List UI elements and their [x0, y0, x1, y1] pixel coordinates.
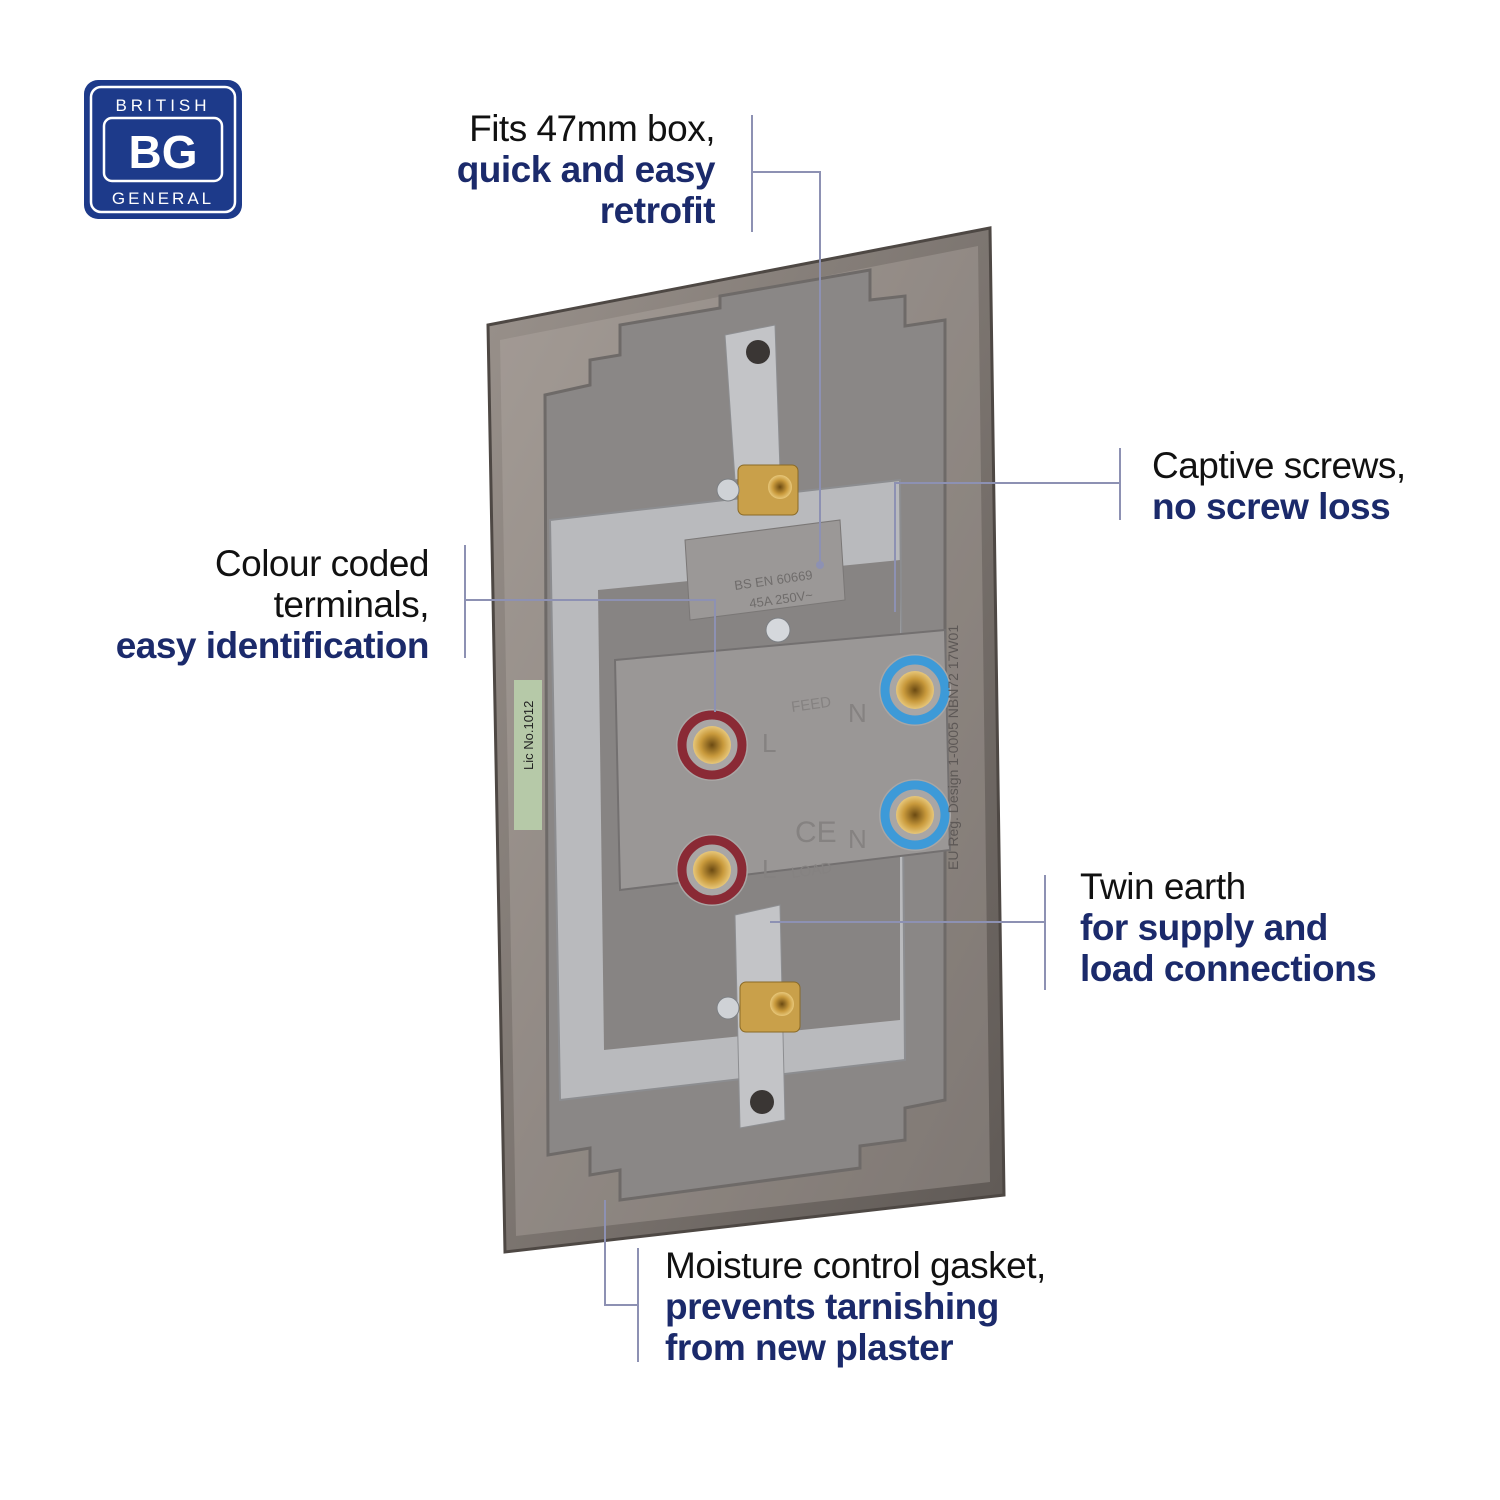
live-terminal-load [676, 834, 748, 906]
terminal-block [613, 628, 952, 892]
logo-top: BRITISH [115, 96, 210, 115]
rating-block [684, 519, 846, 621]
callout-twin-earth: Twin earth for supply and load connectio… [1080, 866, 1377, 989]
callout-text: Captive screws, [1152, 445, 1406, 486]
callout-text: Fits 47mm box, [469, 108, 715, 149]
callout-highlight: no screw loss [1152, 486, 1391, 527]
neutral-terminal-feed [879, 654, 951, 726]
callout-highlight: from new plaster [665, 1327, 954, 1368]
callout-text: Colour coded [214, 543, 430, 584]
neutral-terminal-load [879, 779, 951, 851]
callout-highlight: retrofit [599, 190, 716, 231]
leader-lines [464, 115, 1121, 1362]
neutral-marking-load: N [848, 824, 867, 854]
feed-marking: FEED [790, 694, 832, 716]
callout-highlight: load connections [1080, 948, 1377, 989]
callout-colour-coded: Colour coded terminals, easy identificat… [115, 543, 430, 666]
callout-moisture-gasket: Moisture control gasket, prevents tarnis… [665, 1245, 1046, 1368]
live-marking-load: L [762, 854, 776, 884]
logo-bottom: GENERAL [112, 189, 214, 208]
callout-highlight: quick and easy [456, 149, 716, 190]
live-marking-feed: L [762, 728, 776, 758]
neutral-marking-feed: N [848, 698, 867, 728]
side-marking: EU Reg. Design 1-0005 NBN72 17W01 [945, 625, 961, 870]
ce-marking: CE [795, 816, 837, 849]
live-terminal-feed [676, 709, 748, 781]
callout-highlight: prevents tarnishing [665, 1286, 999, 1327]
callout-text: Twin earth [1080, 866, 1246, 907]
callout-text: terminals, [273, 584, 430, 625]
license-label [514, 680, 542, 830]
logo-middle: BG [129, 126, 198, 178]
bg-logo: BRITISH BG GENERAL [84, 80, 242, 219]
callout-captive-screws: Captive screws, no screw loss [1152, 445, 1406, 527]
load-marking: LOAD [790, 859, 833, 882]
callout-highlight: easy identification [115, 625, 430, 666]
license-text: Lic No.1012 [521, 701, 536, 770]
callout-box-fit: Fits 47mm box, quick and easy retrofit [456, 108, 716, 231]
callout-text: Moisture control gasket, [665, 1245, 1046, 1286]
callout-highlight: for supply and [1080, 907, 1328, 948]
